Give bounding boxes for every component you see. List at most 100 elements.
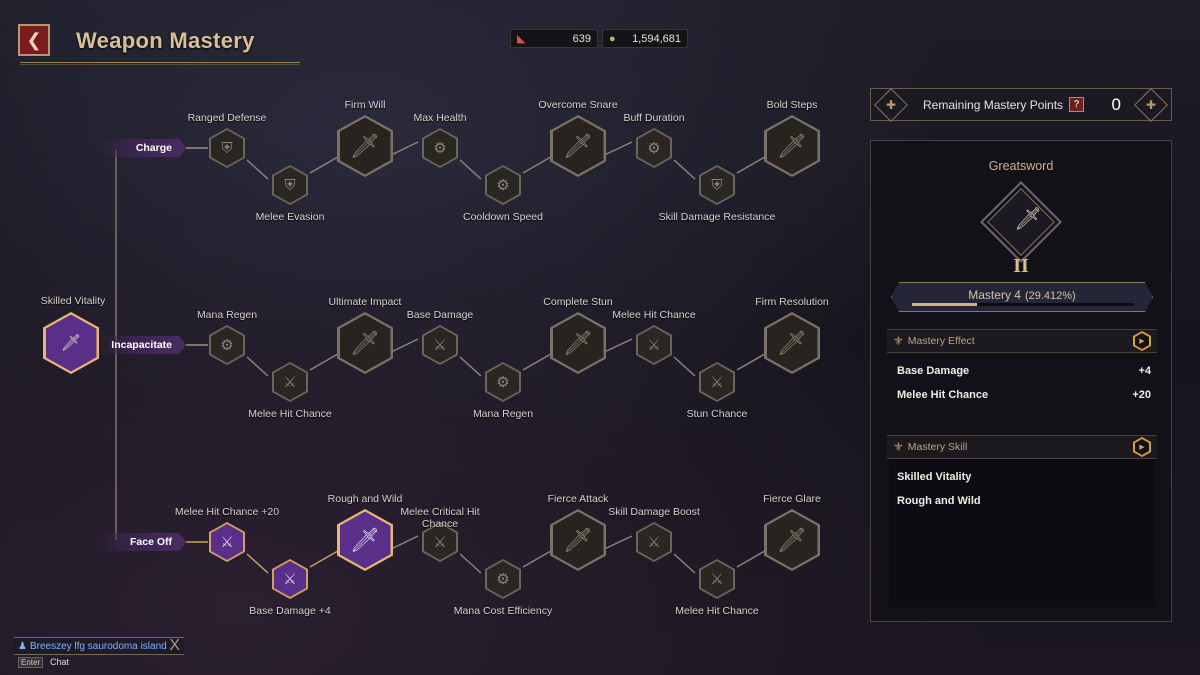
mastery-node[interactable]: ⛨ bbox=[272, 165, 308, 205]
chat-label: Chat bbox=[50, 657, 70, 667]
decrease-button[interactable]: ✚ bbox=[874, 87, 908, 122]
mastery-node[interactable]: ⛨ bbox=[209, 128, 245, 168]
sword-burst-icon: ⚔ bbox=[274, 364, 306, 400]
weapon-name: Greatsword bbox=[988, 159, 1054, 173]
node-label: Bold Steps bbox=[766, 99, 818, 111]
sword-burst-icon: ⚔ bbox=[274, 561, 306, 597]
mastery-level-bar: Mastery 4(29.412%) bbox=[891, 282, 1153, 312]
node-label: Melee Critical Hit Chance bbox=[400, 506, 480, 530]
chat-bar[interactable]: ♟ Breeszey lfg saurodoma island X bbox=[14, 637, 184, 655]
page-title: Weapon Mastery bbox=[76, 28, 255, 53]
token-counter: ◣ 639 bbox=[510, 29, 598, 48]
root-node[interactable]: 🗡 bbox=[43, 312, 99, 374]
greatsword-icon: 🗡 bbox=[339, 314, 391, 372]
remaining-points-bar: ✚ Remaining Mastery Points ? 0 ✚ bbox=[870, 87, 1172, 122]
mastery-node[interactable]: ⚔ bbox=[209, 522, 245, 562]
node-label: Ultimate Impact bbox=[328, 296, 402, 308]
close-icon[interactable]: X bbox=[169, 637, 180, 654]
greatsword-icon: 🗡 bbox=[1014, 206, 1042, 231]
mastery-node[interactable]: ⚔ bbox=[422, 522, 458, 562]
branch-charge[interactable]: Charge bbox=[100, 139, 186, 157]
node-label: Melee Hit Chance bbox=[248, 408, 332, 420]
mastery-effect-header: ⚜ Mastery Effect ▶ bbox=[887, 329, 1157, 353]
gear-icon: ⚙ bbox=[638, 130, 670, 166]
play-button[interactable]: ▶ bbox=[1133, 437, 1151, 457]
play-button[interactable]: ▶ bbox=[1133, 331, 1151, 351]
help-icon[interactable]: ? bbox=[1069, 97, 1085, 112]
play-icon: ▶ bbox=[1135, 333, 1149, 349]
mastery-node[interactable]: ⚙ bbox=[485, 559, 521, 599]
gear-icon: ⚙ bbox=[487, 167, 519, 203]
node-label: Melee Hit Chance +20 bbox=[174, 506, 280, 518]
sword-burst-icon: ⚔ bbox=[211, 524, 243, 560]
shield-icon: ⛨ bbox=[701, 167, 733, 203]
branch-face-off[interactable]: Face Off bbox=[100, 533, 186, 551]
greatsword-icon: 🗡 bbox=[766, 314, 818, 372]
effect-row: Base Damage+4 bbox=[897, 365, 1151, 377]
branch-incapacitate[interactable]: Incapacitate bbox=[100, 336, 186, 354]
sword-burst-icon: ⚔ bbox=[701, 561, 733, 597]
sword-burst-icon: ⚔ bbox=[424, 524, 456, 560]
increase-button[interactable]: ✚ bbox=[1134, 87, 1168, 122]
mastery-node[interactable]: ⚔ bbox=[636, 522, 672, 562]
node-label: Melee Hit Chance bbox=[675, 605, 759, 617]
remaining-points-value: 0 bbox=[1111, 94, 1121, 114]
mastery-node[interactable]: ⛨ bbox=[699, 165, 735, 205]
mastery-node[interactable]: 🗡 bbox=[764, 115, 820, 177]
node-label: Buff Duration bbox=[623, 112, 685, 124]
shield-icon: ⛨ bbox=[274, 167, 306, 203]
shield-icon: ⛨ bbox=[211, 130, 243, 166]
greatsword-icon: 🗡 bbox=[339, 117, 391, 175]
node-label: Overcome Snare bbox=[538, 99, 618, 111]
mastery-tree: Skilled Vitality 🗡 Charge⛨Ranged Defense… bbox=[41, 99, 829, 617]
section-title: Mastery Skill bbox=[907, 441, 968, 453]
mastery-percent: (29.412%) bbox=[1024, 290, 1076, 302]
mastery-skill-header: ⚜ Mastery Skill ▶ bbox=[887, 435, 1157, 459]
mastery-node[interactable]: ⚙ bbox=[422, 128, 458, 168]
sword-burst-icon: ⚔ bbox=[638, 327, 670, 363]
sword-burst-icon: ⚔ bbox=[424, 327, 456, 363]
gold-counter: ● 1,594,681 bbox=[602, 29, 688, 48]
gear-icon: ⚙ bbox=[487, 364, 519, 400]
mastery-level: Mastery 4 bbox=[968, 288, 1021, 302]
fleur-icon: ⚜ bbox=[893, 440, 904, 454]
greatsword-icon: 🗡 bbox=[552, 511, 604, 569]
node-label: Mana Cost Efficiency bbox=[453, 605, 553, 617]
mastery-node[interactable]: ⚙ bbox=[485, 165, 521, 205]
sword-burst-icon: ⚔ bbox=[638, 524, 670, 560]
node-label: Fierce Attack bbox=[547, 493, 609, 505]
node-label: Base Damage +4 bbox=[249, 605, 331, 617]
greatsword-icon: 🗡 bbox=[45, 314, 97, 372]
effect-row: Melee Hit Chance+20 bbox=[897, 389, 1151, 401]
token-icon: ◣ bbox=[517, 33, 526, 45]
node-label: Mana Regen bbox=[472, 408, 534, 420]
node-label: Stun Chance bbox=[686, 408, 748, 420]
greatsword-icon: 🗡 bbox=[552, 117, 604, 175]
mastery-node[interactable]: ⚙ bbox=[636, 128, 672, 168]
token-value: 639 bbox=[572, 32, 591, 45]
sword-burst-icon: ⚔ bbox=[701, 364, 733, 400]
mastery-node[interactable]: 🗡 bbox=[337, 312, 393, 374]
party-icon: ♟ bbox=[18, 640, 27, 652]
node-label: Skill Damage Resistance bbox=[658, 211, 776, 223]
play-icon: ▶ bbox=[1135, 439, 1149, 455]
mastery-node[interactable]: ⚔ bbox=[272, 559, 308, 599]
greatsword-icon: 🗡 bbox=[552, 314, 604, 372]
title-divider bbox=[20, 62, 300, 65]
gear-icon: ⚙ bbox=[424, 130, 456, 166]
fleur-icon: ⚜ bbox=[893, 334, 904, 348]
node-label: Skill Damage Boost bbox=[608, 506, 700, 518]
node-label: Max Health bbox=[413, 112, 467, 124]
weapon-rank: II bbox=[1013, 255, 1029, 277]
mastery-node[interactable]: ⚔ bbox=[699, 559, 735, 599]
node-label: Mana Regen bbox=[196, 309, 258, 321]
node-label: Cooldown Speed bbox=[463, 211, 543, 223]
mastery-node[interactable]: 🗡 bbox=[337, 115, 393, 177]
node-label: Melee Hit Chance bbox=[612, 309, 696, 321]
back-button[interactable]: ❮ bbox=[18, 24, 50, 56]
plus-icon: ✚ bbox=[885, 97, 897, 112]
gear-icon: ⚙ bbox=[211, 327, 243, 363]
plus-icon: ✚ bbox=[1145, 97, 1157, 112]
remaining-points-label: Remaining Mastery Points bbox=[923, 97, 1064, 112]
node-label: Ranged Defense bbox=[187, 112, 267, 124]
